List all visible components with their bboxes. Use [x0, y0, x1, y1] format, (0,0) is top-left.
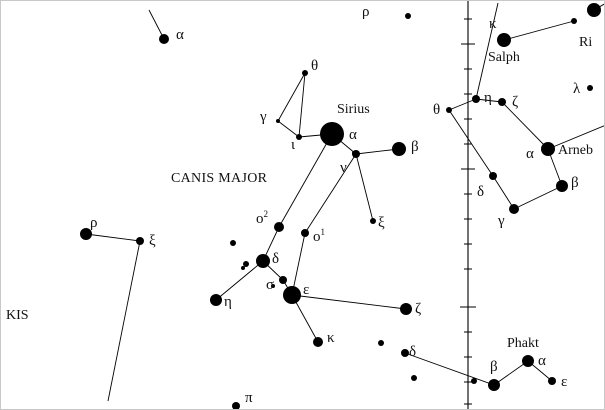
- label-top-rho: ρ: [362, 4, 370, 20]
- label-lep-theta: θ: [433, 102, 440, 118]
- label-lep-beta: β: [571, 175, 579, 191]
- label-lep-zeta: ζ: [512, 94, 518, 110]
- label-phakt: Phakt: [507, 336, 539, 351]
- star-field[interactable]: [271, 284, 275, 288]
- star-field[interactable]: [378, 340, 384, 346]
- star-lep-delta[interactable]: [489, 172, 497, 180]
- star-pup-rho[interactable]: [80, 228, 92, 240]
- label-sirius-name: Sirius: [337, 102, 370, 117]
- star-field-pi[interactable]: [232, 402, 240, 410]
- label-saiph: Salph: [488, 50, 520, 65]
- star-sirius[interactable]: [320, 122, 344, 146]
- label-cma-beta: β: [411, 139, 419, 155]
- star-lep-beta[interactable]: [556, 180, 568, 192]
- star-cma-zeta[interactable]: [400, 303, 412, 315]
- label-cma-omicron2: ο2: [256, 209, 268, 227]
- label-cma-zeta: ζ: [415, 301, 421, 317]
- label-bottom-pi: π: [245, 390, 253, 406]
- star-cma-eta[interactable]: [210, 294, 222, 306]
- label-pup-xi: ξ: [149, 233, 156, 249]
- ruler-ticks: [460, 18, 476, 405]
- star-cma-theta[interactable]: [302, 70, 308, 76]
- star-lep-gamma[interactable]: [509, 204, 519, 214]
- star-cma-o2[interactable]: [274, 222, 284, 232]
- star-phakt[interactable]: [522, 355, 534, 367]
- star-lep-eta[interactable]: [472, 95, 480, 103]
- label-top-alpha: α: [176, 27, 184, 43]
- label-lep-delta: δ: [477, 184, 484, 200]
- star-col-epsilon[interactable]: [548, 377, 556, 385]
- star-cma-nu-companion[interactable]: [352, 151, 356, 155]
- constellation-label-edge: KIS: [6, 308, 29, 323]
- star-field[interactable]: [243, 261, 249, 267]
- label-lep-lambda: λ: [573, 81, 581, 97]
- star-field[interactable]: [241, 266, 245, 270]
- label-cma-epsilon: ε: [303, 282, 309, 298]
- label-sirius-alpha: α: [349, 127, 357, 143]
- star-cma-sigma[interactable]: [279, 276, 287, 284]
- star-dots: [80, 3, 601, 410]
- star-cma-xi[interactable]: [370, 218, 376, 224]
- label-pup-rho: ρ: [90, 215, 98, 231]
- star-cma-beta[interactable]: [392, 142, 406, 156]
- constellation-label-canis-major: CANIS MAJOR: [171, 171, 268, 186]
- label-lep-kappa: κ: [489, 16, 497, 32]
- star-top-alpha[interactable]: [159, 34, 169, 44]
- label-col-epsilon: ε: [561, 374, 567, 390]
- label-cma-eta: η: [224, 294, 232, 310]
- label-lep-gamma: γ: [497, 213, 505, 229]
- star-arneb[interactable]: [541, 142, 555, 156]
- star-saiph[interactable]: [497, 33, 511, 47]
- label-cma-nu: ν: [340, 160, 347, 176]
- label-rigel: Ri: [579, 35, 592, 50]
- label-cma-gamma: γ: [259, 109, 267, 125]
- star-field[interactable]: [471, 378, 477, 384]
- star-lep-zeta[interactable]: [498, 98, 506, 106]
- star-labels: α Sirius β ν ξ θ γ ι ο2 ο1 δ σ ε η κ ζ ρ…: [6, 4, 593, 406]
- label-arneb: Arneb: [558, 143, 593, 158]
- label-cma-omicron1: ο1: [313, 227, 325, 245]
- star-pup-xi[interactable]: [136, 237, 144, 245]
- label-cma-xi: ξ: [378, 215, 385, 231]
- star-field[interactable]: [230, 240, 236, 246]
- label-cma-sigma: σ: [266, 277, 274, 293]
- constellation-lines: [85, 2, 604, 402]
- star-lep-theta[interactable]: [446, 107, 452, 113]
- label-cma-theta: θ: [311, 58, 318, 74]
- star-cma-epsilon[interactable]: [283, 286, 301, 304]
- star-cma-delta[interactable]: [256, 254, 270, 268]
- star-cma-o1[interactable]: [301, 229, 309, 237]
- star-lep-lambda[interactable]: [587, 85, 593, 91]
- label-col-delta: δ: [409, 344, 416, 360]
- meridian-ruler: [460, 1, 476, 409]
- star-col-beta[interactable]: [488, 379, 500, 391]
- star-col-delta[interactable]: [401, 349, 409, 357]
- label-lep-alpha: α: [526, 146, 534, 162]
- star-rigel[interactable]: [587, 3, 601, 17]
- label-cma-kappa: κ: [327, 330, 335, 346]
- star-field[interactable]: [571, 18, 577, 24]
- star-field[interactable]: [411, 375, 417, 381]
- label-cma-iota: ι: [291, 137, 295, 153]
- star-cma-kappa[interactable]: [313, 337, 323, 347]
- label-lep-eta: η: [484, 90, 492, 106]
- label-col-alpha: α: [538, 353, 546, 369]
- star-cma-gamma[interactable]: [276, 119, 280, 123]
- label-cma-delta: δ: [272, 251, 279, 267]
- star-cma-iota[interactable]: [296, 134, 302, 140]
- label-col-beta: β: [490, 359, 498, 375]
- star-field[interactable]: [405, 13, 411, 19]
